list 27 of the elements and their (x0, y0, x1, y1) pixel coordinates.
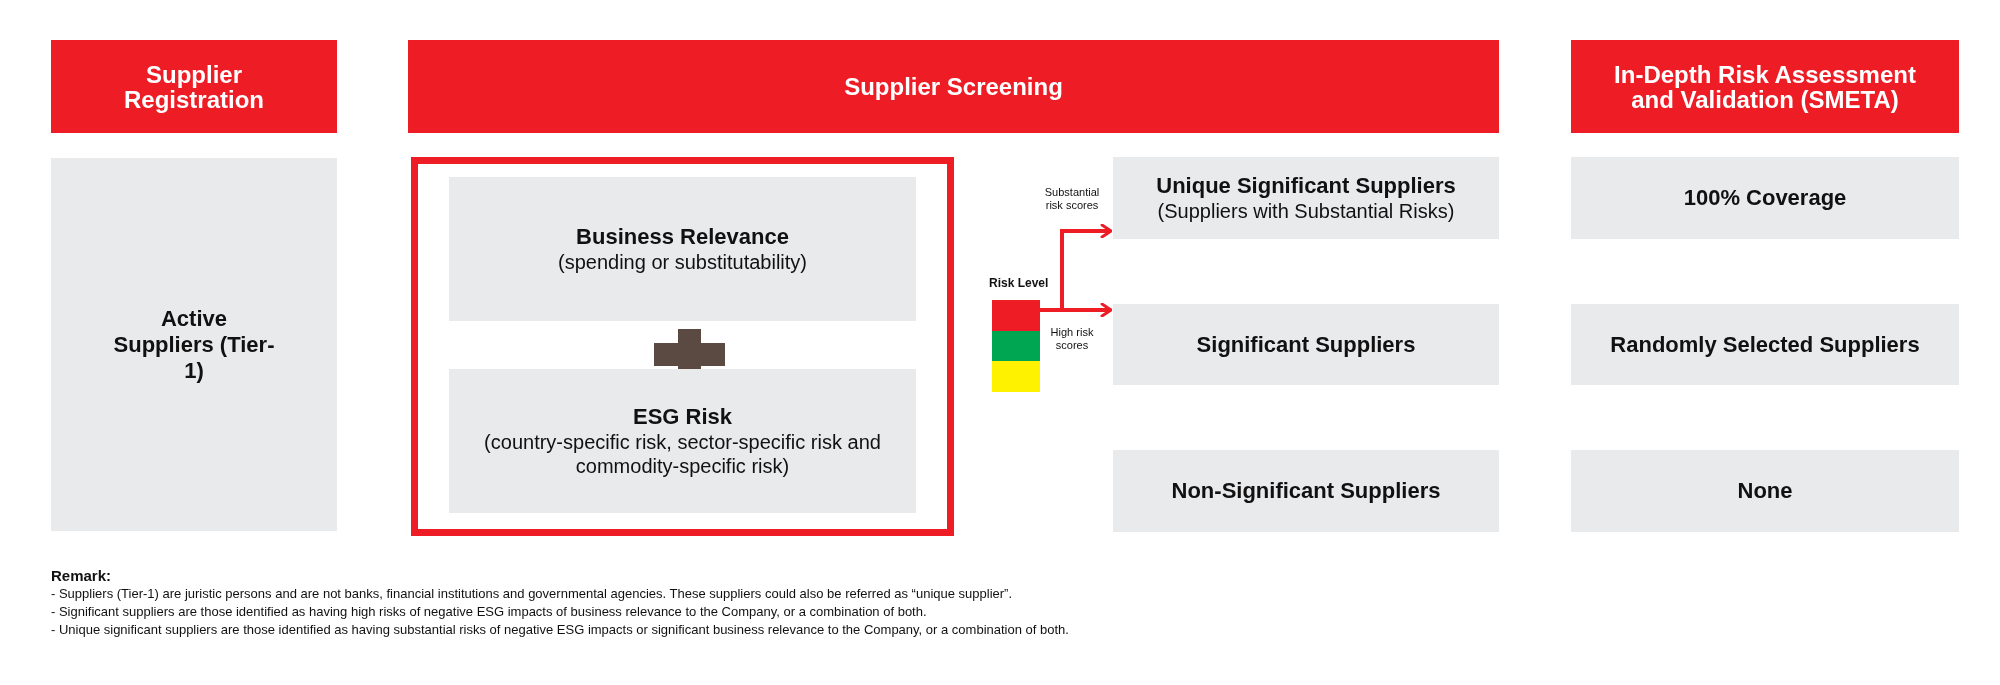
risk-level-heading: Risk Level (989, 276, 1049, 290)
box-title: ESG Risk (632, 404, 732, 430)
header-bar (408, 40, 1499, 133)
box-title: None (1737, 478, 1793, 504)
remark-note: - Significant suppliers are those identified as having high risks of negative ESG impacts of business relevance to the Company, or a combination of both. (51, 604, 927, 620)
box-title: Non-Significant Suppliers (1171, 478, 1441, 504)
header-title: Supplier Registration (123, 61, 265, 112)
box-title: 100% Coverage (1683, 185, 1847, 211)
box-title: Significant Suppliers (1196, 331, 1416, 358)
box-title: Business Relevance (576, 224, 789, 250)
box-title: Randomly Selected Suppliers (1610, 331, 1920, 358)
outline-frame (411, 157, 954, 536)
header-title: Supplier Screening (843, 74, 1064, 99)
header-title: In-Depth Risk Assessment and Validation (SMETA) (1613, 61, 1917, 112)
box-subtitle: (spending or substitutability) (557, 250, 808, 274)
box-title: Unique Significant Suppliers (1156, 173, 1456, 199)
remark-note: - Unique significant suppliers are those identified as having substantial risks of negative ESG impacts or significant business relevance to the Company, or a combination of both. (51, 622, 1069, 638)
header-bar (1571, 40, 1959, 133)
supplier-box (1113, 157, 1499, 239)
supplier-box (449, 369, 916, 513)
supplier-box (1113, 304, 1499, 385)
header-bar (51, 40, 337, 133)
box-subtitle: (country-specific risk, sector-specific risk and commodity-specific risk) (483, 430, 882, 478)
remark-heading: Remark: (51, 568, 112, 584)
remark-note: - Suppliers (Tier-1) are juristic persons and are not banks, financial institutions and governmental agencies. These suppliers could also be referred as “unique supplier”. (51, 586, 1013, 602)
box-title: Active Suppliers (Tier-1) (112, 305, 276, 384)
box-subtitle: (Suppliers with Substantial Risks) (1156, 199, 1456, 223)
